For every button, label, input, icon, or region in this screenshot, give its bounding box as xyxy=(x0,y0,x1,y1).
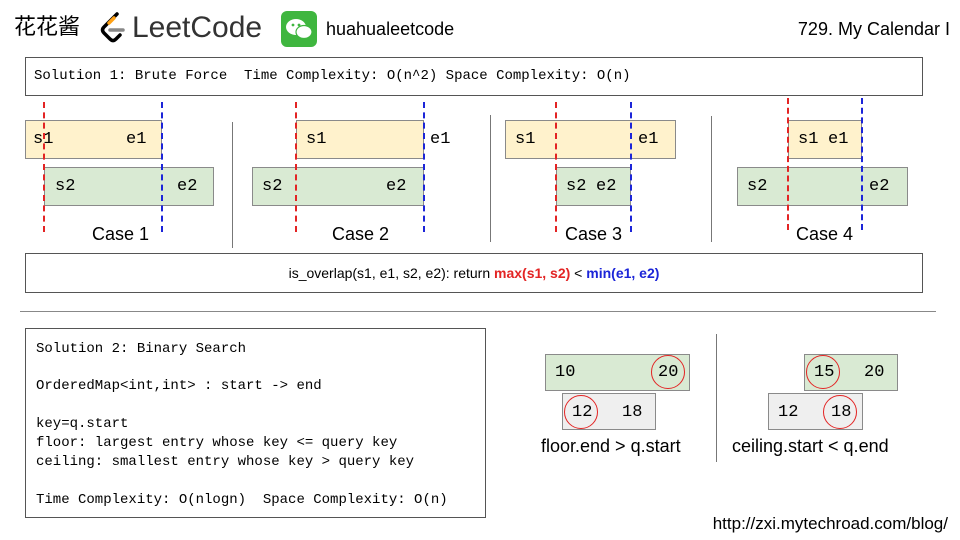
footer-url[interactable]: http://zxi.mytechroad.com/blog/ xyxy=(712,514,948,533)
example-divider xyxy=(716,334,717,462)
case4-min-end-line xyxy=(861,98,863,230)
case4-label: Case 4 xyxy=(796,224,854,244)
overlap-formula: is_overlap(s1, e1, s2, e2): return max(s… xyxy=(26,265,922,281)
overlap-formula-box: is_overlap(s1, e1, s2, e2): return max(s… xyxy=(25,253,923,293)
ceiling-start-highlight-circle xyxy=(806,355,840,389)
case3-s1-label: s1 xyxy=(515,130,536,149)
solution2-line-6: floor: largest entry whose key <= query … xyxy=(36,435,398,451)
case2-label: Case 2 xyxy=(332,224,390,244)
case4-s1-label: s1 xyxy=(798,130,819,149)
case3-interval-2 xyxy=(556,167,631,206)
case1-s2-label: s2 xyxy=(55,177,76,196)
case2-s2-label: s2 xyxy=(262,177,283,196)
formula-operator: < xyxy=(570,265,587,281)
leetcode-icon xyxy=(100,12,125,43)
case4-interval-2 xyxy=(737,167,908,206)
solution2-box: Solution 2: Binary Search OrderedMap<int… xyxy=(25,328,486,518)
solution2-line-1: Solution 2: Binary Search xyxy=(36,341,247,357)
case-divider-3 xyxy=(711,116,712,242)
wechat-icon xyxy=(281,11,317,47)
case1-min-end-line xyxy=(161,102,163,232)
case1-max-start-line xyxy=(43,102,45,232)
ceiling-entry-end: 20 xyxy=(864,363,885,382)
case3-max-start-line xyxy=(555,102,557,232)
floor-end-highlight-circle xyxy=(651,355,685,389)
case1-label: Case 1 xyxy=(92,224,150,244)
case1-interval-2 xyxy=(44,167,214,206)
case4-max-start-line xyxy=(787,98,789,230)
case-divider-2 xyxy=(490,115,491,242)
ceiling-query-end-highlight-circle xyxy=(823,395,857,429)
ceiling-caption: ceiling.start < q.end xyxy=(732,436,889,456)
case1-e2-label: e2 xyxy=(177,177,198,196)
case3-e2-label: e2 xyxy=(596,177,617,196)
ceiling-query-start: 12 xyxy=(778,403,799,422)
formula-max-part: max(s1, s2) xyxy=(494,265,571,281)
case3-s2-label: s2 xyxy=(566,177,587,196)
case2-max-start-line xyxy=(295,102,297,232)
case2-interval-1 xyxy=(296,120,424,159)
case3-min-end-line xyxy=(630,102,632,232)
solution1-heading-box: Solution 1: Brute Force Time Complexity:… xyxy=(25,57,923,96)
case4-s2-label: s2 xyxy=(747,177,768,196)
case2-interval-2 xyxy=(252,167,424,206)
solution2-line-5: key=q.start xyxy=(36,416,129,432)
solution1-heading: Solution 1: Brute Force Time Complexity:… xyxy=(34,68,631,84)
case4-e1-label: e1 xyxy=(828,130,849,149)
floor-query-end: 18 xyxy=(622,403,643,422)
case1-e1-label: e1 xyxy=(126,130,147,149)
case4-e2-label: e2 xyxy=(869,177,890,196)
case3-interval-1 xyxy=(505,120,676,159)
brand-chinese: 花花酱 xyxy=(14,15,81,40)
floor-entry-start: 10 xyxy=(555,363,576,382)
case3-label: Case 3 xyxy=(565,224,623,244)
formula-min-part: min(e1, e2) xyxy=(586,265,660,281)
section-divider xyxy=(20,311,936,312)
leetcode-logo-text: LeetCode xyxy=(132,11,263,44)
wechat-handle: huahualeetcode xyxy=(326,19,455,39)
floor-query-start-highlight-circle xyxy=(564,395,598,429)
case-divider-1 xyxy=(232,122,233,248)
case3-e1-label: e1 xyxy=(638,130,659,149)
solution2-line-9: Time Complexity: O(nlogn) Space Complexi… xyxy=(36,492,448,508)
case2-e2-label: e2 xyxy=(386,177,407,196)
case2-s1-label: s1 xyxy=(306,130,327,149)
floor-caption: floor.end > q.start xyxy=(541,436,681,456)
formula-prefix: is_overlap(s1, e1, s2, e2): return xyxy=(288,265,495,281)
solution2-line-7: ceiling: smallest entry whose key > quer… xyxy=(36,454,415,470)
case2-e1-label: e1 xyxy=(430,130,451,149)
solution2-line-3: OrderedMap<int,int> : start -> end xyxy=(36,378,322,394)
problem-title: 729. My Calendar I xyxy=(797,19,950,39)
case2-min-end-line xyxy=(423,102,425,232)
